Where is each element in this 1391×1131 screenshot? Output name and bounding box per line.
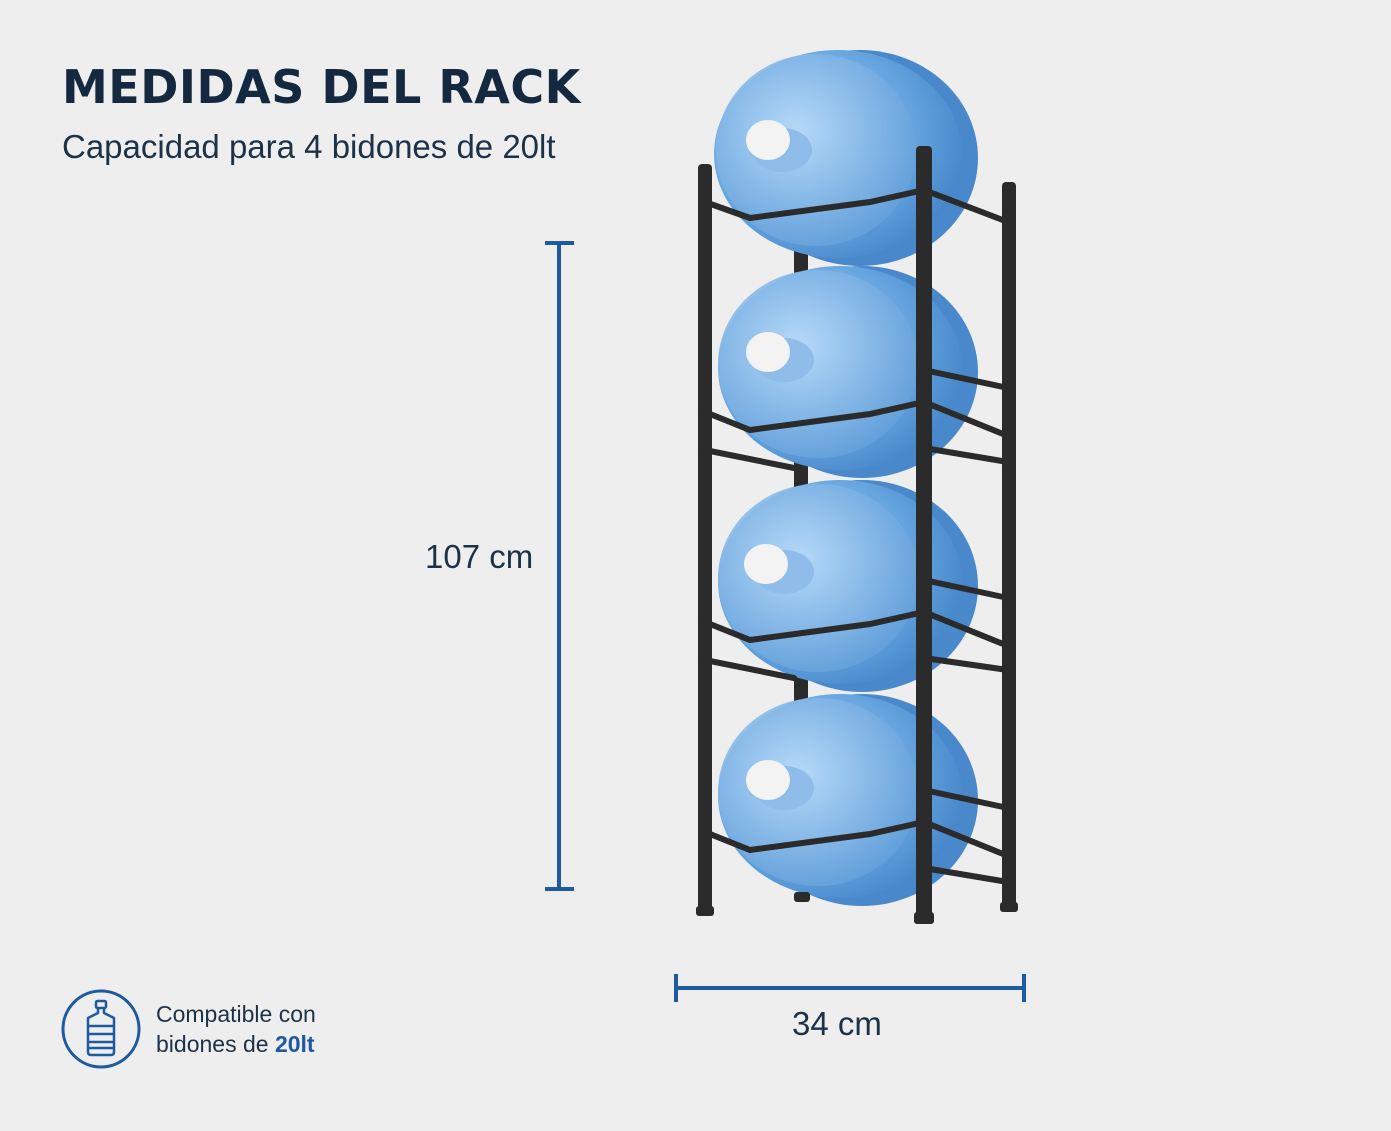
width-label: 34 cm (792, 1005, 882, 1042)
compatibility-badge: Compatible con bidones de 20lt (60, 988, 316, 1070)
page-subtitle: Capacidad para 4 bidones de 20lt (62, 128, 556, 165)
badge-capacity: 20lt (274, 1031, 315, 1057)
height-dimension-line (545, 241, 574, 891)
badge-text: Compatible con bidones de 20lt (156, 999, 316, 1059)
bottle-4 (718, 694, 978, 906)
badge-line-1: Compatible con (156, 1001, 316, 1027)
water-jug-icon (61, 989, 141, 1069)
height-label: 107 cm (425, 538, 534, 575)
rack-front-posts (698, 146, 932, 920)
width-dimension-line (674, 974, 1026, 1002)
bottle-1 (714, 50, 978, 266)
badge-line-2-prefix: bidones de (156, 1031, 275, 1057)
badge-line-2: bidones de 20lt (156, 1029, 316, 1059)
rack-feet (696, 892, 1018, 924)
bottle-3 (718, 480, 978, 692)
rack-shelf-bars (702, 186, 1011, 885)
page-title: MEDIDAS DEL RACK (62, 60, 581, 114)
water-rack-illustration (696, 50, 1018, 924)
